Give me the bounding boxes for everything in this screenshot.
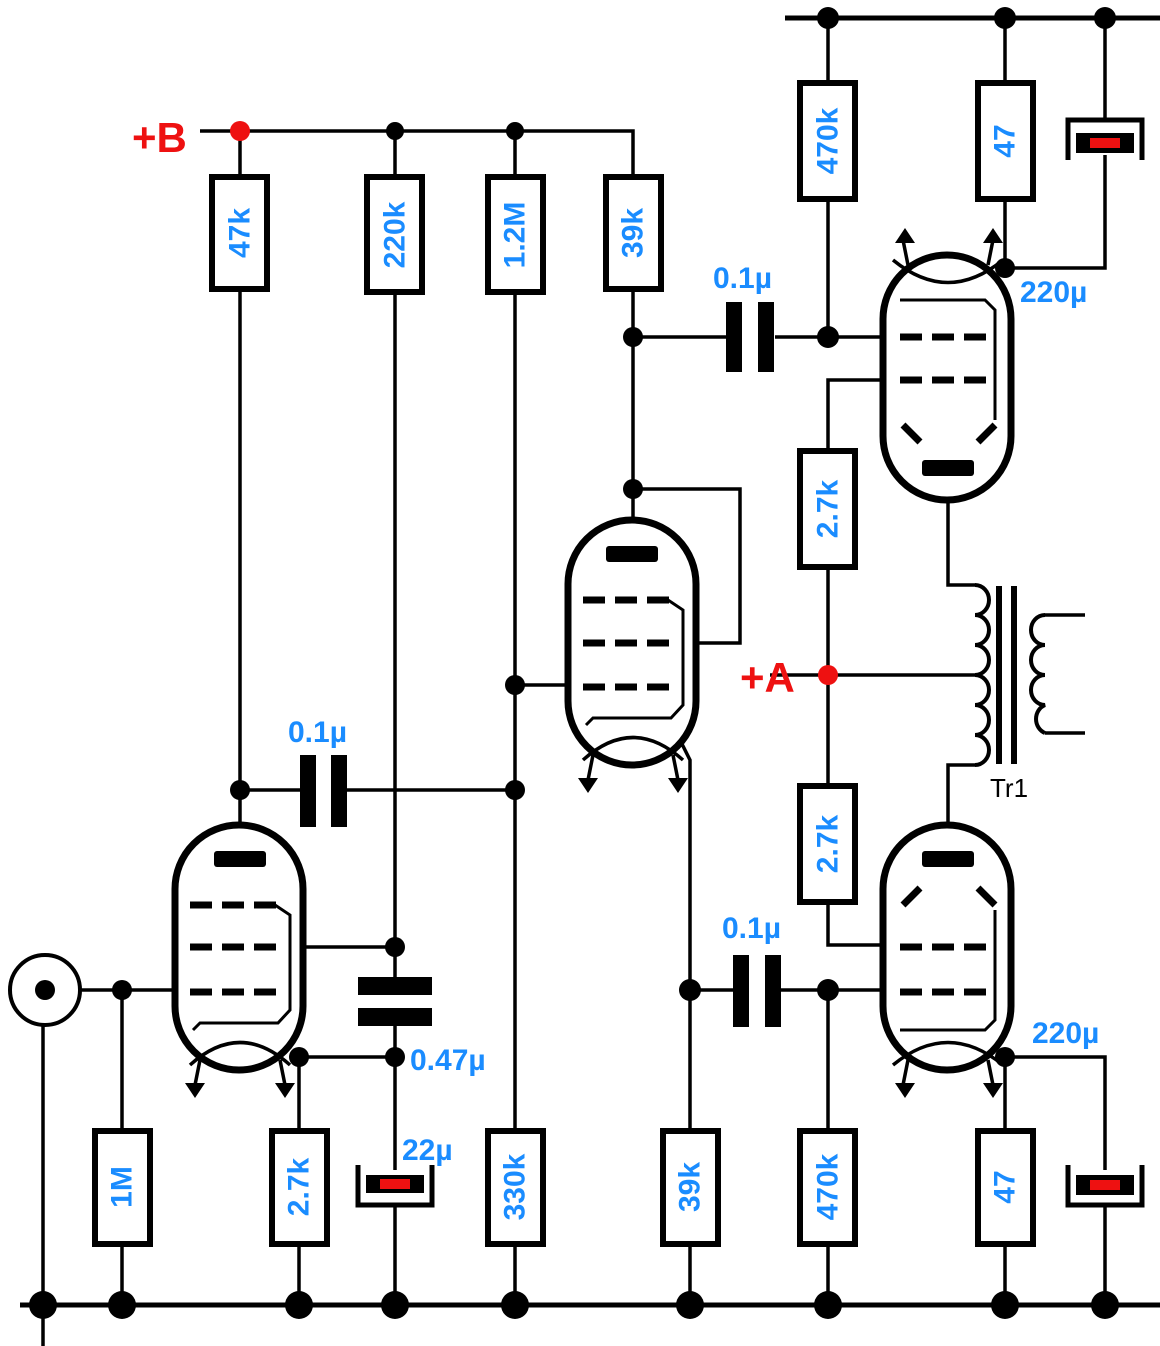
- electrolytic-220-top: 220µ: [1020, 117, 1145, 309]
- resistor-39k-top: 39k: [603, 174, 664, 292]
- tube-v1: [171, 821, 307, 1098]
- svg-text:1M: 1M: [106, 1166, 139, 1208]
- resistor-330k: 330k: [485, 1128, 546, 1247]
- svg-text:+A: +A: [740, 654, 795, 701]
- tube-v3: [879, 228, 1015, 504]
- svg-text:2.7k: 2.7k: [812, 479, 845, 538]
- capacitor-0-47: 0.47µ: [358, 977, 486, 1077]
- svg-text:47k: 47k: [224, 208, 257, 258]
- capacitor-coupling-bottom: 0.1µ: [722, 912, 781, 1027]
- svg-text:220µ: 220µ: [1032, 1017, 1099, 1050]
- svg-text:39k: 39k: [674, 1162, 707, 1212]
- capacitor-coupling-v1: 0.1µ: [288, 716, 347, 827]
- svg-text:0.47µ: 0.47µ: [410, 1044, 486, 1077]
- svg-text:470k: 470k: [812, 107, 845, 174]
- resistor-1-2m: 1.2M: [485, 174, 546, 295]
- transformer-tr1: Tr1: [974, 583, 1046, 803]
- junctions: [29, 7, 1119, 1319]
- svg-text:39k: 39k: [617, 208, 650, 258]
- svg-text:47: 47: [989, 124, 1022, 157]
- tube-v2: [564, 516, 700, 793]
- svg-text:2.7k: 2.7k: [283, 1157, 316, 1216]
- tube-v4: [879, 821, 1015, 1098]
- resistor-2-7k-v1: 2.7k: [269, 1128, 330, 1247]
- svg-text:2.7k: 2.7k: [812, 814, 845, 873]
- svg-text:0.1µ: 0.1µ: [288, 716, 347, 749]
- resistor-39k-bottom: 39k: [660, 1128, 721, 1247]
- svg-text:330k: 330k: [499, 1153, 532, 1220]
- node-plus-a: +A: [740, 654, 838, 701]
- resistor-1m: 1M: [92, 1128, 153, 1247]
- svg-text:220µ: 220µ: [1020, 276, 1087, 309]
- node-plus-b: +B: [132, 114, 250, 161]
- svg-text:+B: +B: [132, 114, 187, 161]
- svg-text:1.2M: 1.2M: [499, 202, 532, 269]
- resistor-470k-top: 470k: [797, 80, 858, 202]
- svg-text:0.1µ: 0.1µ: [713, 262, 772, 295]
- resistor-47k: 47k: [209, 174, 270, 292]
- svg-text:Tr1: Tr1: [990, 773, 1028, 803]
- resistor-2-7k-upper: 2.7k: [797, 448, 858, 570]
- electrolytic-22: 22µ: [355, 1134, 453, 1208]
- svg-text:0.1µ: 0.1µ: [722, 912, 781, 945]
- capacitor-coupling-top: 0.1µ: [713, 262, 774, 372]
- electrolytic-220-bottom: 220µ: [1032, 1017, 1145, 1208]
- resistor-47-top: 47: [975, 80, 1036, 202]
- resistor-220k: 220k: [364, 174, 425, 295]
- svg-text:470k: 470k: [812, 1153, 845, 1220]
- resistor-470k-bottom: 470k: [797, 1128, 858, 1247]
- resistor-2-7k-lower: 2.7k: [797, 783, 858, 905]
- svg-text:220k: 220k: [379, 201, 412, 268]
- input-jack: [8, 953, 82, 1027]
- svg-text:47: 47: [989, 1170, 1022, 1203]
- svg-text:22µ: 22µ: [402, 1134, 453, 1167]
- resistor-47-bottom: 47: [975, 1128, 1036, 1247]
